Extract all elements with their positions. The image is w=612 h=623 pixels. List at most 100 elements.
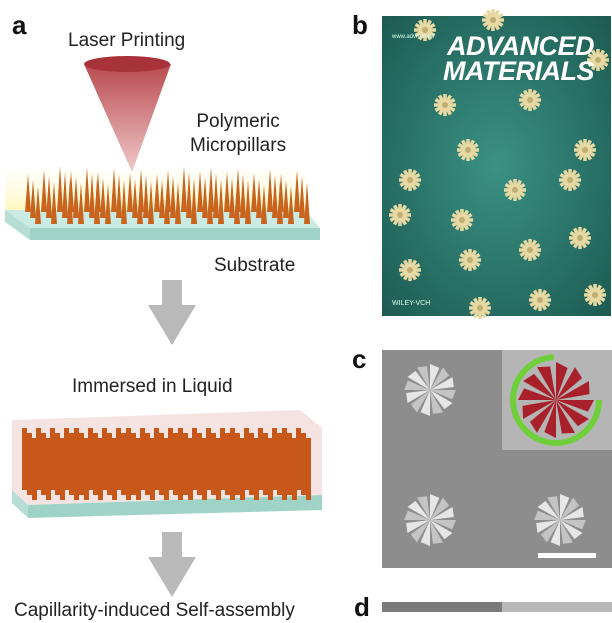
micropillar [74,438,79,500]
micropillar [67,178,73,224]
micropillar [164,186,170,224]
micropillar [168,428,173,490]
micropillar [211,433,216,495]
microflower [519,89,541,111]
immersed-label: Immersed in Liquid [72,376,233,397]
micropillar [258,428,263,490]
micropillar [30,180,36,218]
micropillar [188,438,193,500]
micropillar [121,433,126,495]
micropillar [282,438,287,500]
pinwheel-blade [518,388,556,400]
micropillar [46,438,51,500]
micropillar [216,438,221,500]
micropillar [100,178,106,218]
micropillar [207,183,213,224]
micropillar [64,428,69,490]
micropillar [288,186,294,224]
micropillar [116,428,121,490]
microflower [399,259,421,281]
micropillar [41,170,47,212]
micropillar [277,433,282,495]
microflower [587,49,609,71]
micropillar [164,438,169,500]
down-arrow-1 [148,280,196,345]
laser-cone [84,56,171,172]
micropillar [229,178,235,218]
micropillar [292,438,297,500]
micropillar [170,176,176,218]
pinwheel-blade [544,400,556,438]
micropillar [73,177,79,218]
pinwheel-blade [556,381,590,400]
microflower [414,19,436,41]
micropillar [272,175,278,218]
micropillar [235,433,240,495]
micropillar [202,177,208,218]
cover-website: www.advmat.de [392,34,435,40]
micropillar [304,182,310,224]
micropillar [94,179,100,224]
pinwheel-blade [556,400,589,427]
self-assembly-label: Capillarity-induced Self-assembly [14,600,295,621]
micropillar [225,433,230,495]
pinwheel-blade [556,367,583,400]
micropillar [116,174,122,218]
microflower [519,239,541,261]
micropillar [148,181,154,224]
micropillar [32,438,37,500]
micropillar [254,438,259,500]
pinwheel-blade [556,400,575,434]
micropillar [98,438,103,500]
micropillar [263,433,268,495]
journal-title-line2: MATERIALS [443,56,595,86]
micropillar [145,433,150,495]
micropillar [218,179,224,224]
micropillar [240,174,246,218]
micropillar [57,166,63,212]
micropillar [137,185,143,224]
micropillar [121,180,127,224]
micropillar [84,438,89,500]
microflower [569,227,591,249]
micropillar [283,180,289,218]
sem-image-d [382,602,612,612]
micropillar [126,438,131,500]
microflower [574,139,596,161]
micropillar [102,428,107,490]
microflower [559,169,581,191]
micropillar [267,169,273,212]
micropillar [287,433,292,495]
micropillar [268,438,273,500]
laser-printing-label: Laser Printing [68,30,186,51]
micropillar [27,433,32,495]
micropillar [127,173,133,212]
micropillar [261,185,267,224]
micropillar [143,175,149,218]
microflower [389,204,411,226]
micropillar [256,179,262,218]
micropillar [206,428,211,490]
down-arrow-2 [148,532,196,597]
micropillar [132,179,138,218]
pinwheel-blade [537,366,556,400]
pinwheel-blade [522,400,556,419]
micropillar [105,184,111,224]
micropillar [240,438,245,500]
micropillar [178,438,183,500]
micropillar [25,174,31,212]
micropillar [107,433,112,495]
micropillar [50,428,55,490]
micropillar [173,433,178,495]
micropillar [277,181,283,224]
micropillar [84,167,90,212]
micropillar [78,183,84,224]
micropillar [192,428,197,490]
micropillar [202,438,207,500]
panel-label-d: d [354,592,370,622]
micropillar [249,433,254,495]
journal-title: ADVANCED MATERIALS [443,33,595,86]
micropillar [299,176,305,218]
micropillar [136,438,141,500]
microflower [451,209,473,231]
